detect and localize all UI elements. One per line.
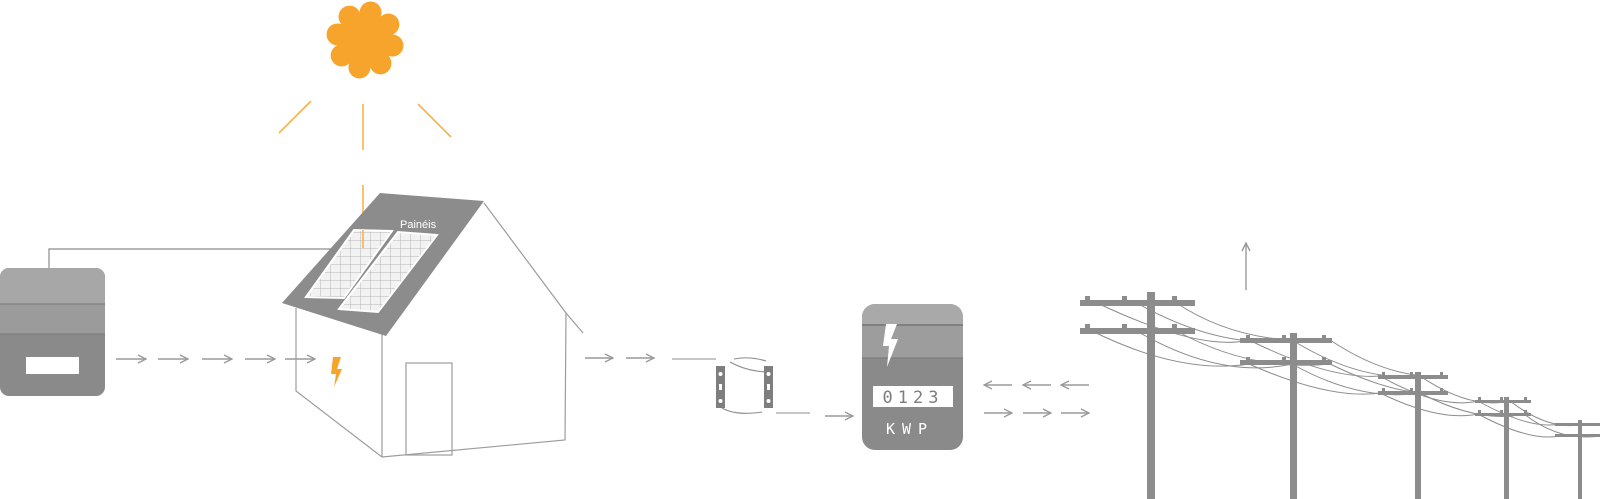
meter-lightning-icon <box>883 324 898 367</box>
meter-units: KWP <box>886 420 934 438</box>
power-pole-icon <box>1080 292 1600 499</box>
lightning-bolt-icon <box>331 357 342 387</box>
electric-meter-icon <box>862 304 963 450</box>
power-lines <box>1089 301 1600 438</box>
solar-panels <box>304 228 439 314</box>
sun-icon <box>326 1 404 79</box>
house-icon <box>295 202 584 458</box>
breaker-switch-icon <box>672 357 810 414</box>
panel-wire <box>48 248 335 268</box>
inverter-icon <box>0 268 105 396</box>
meter-digits: 0123 <box>883 388 944 408</box>
panels-label: Painéis <box>400 219 437 231</box>
grid-flow-arrows <box>984 385 1089 413</box>
